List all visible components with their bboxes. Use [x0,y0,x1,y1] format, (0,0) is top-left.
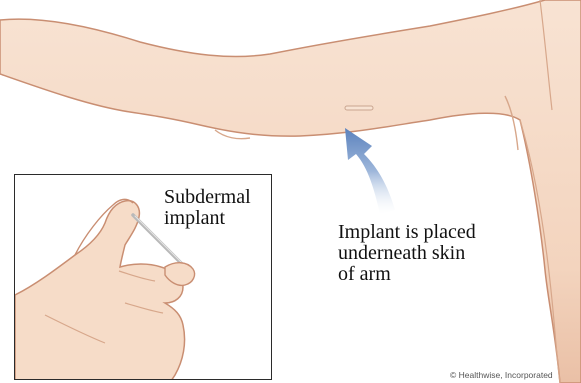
implant-mark [345,106,373,110]
hand-shape [15,201,185,380]
copyright-credit: © Healthwise, Incorporated [450,370,553,380]
inset-label: Subdermal implant [164,187,251,229]
pointing-arrow [345,128,395,214]
callout-label: Implant is placed underneath skin of arm [338,222,476,285]
